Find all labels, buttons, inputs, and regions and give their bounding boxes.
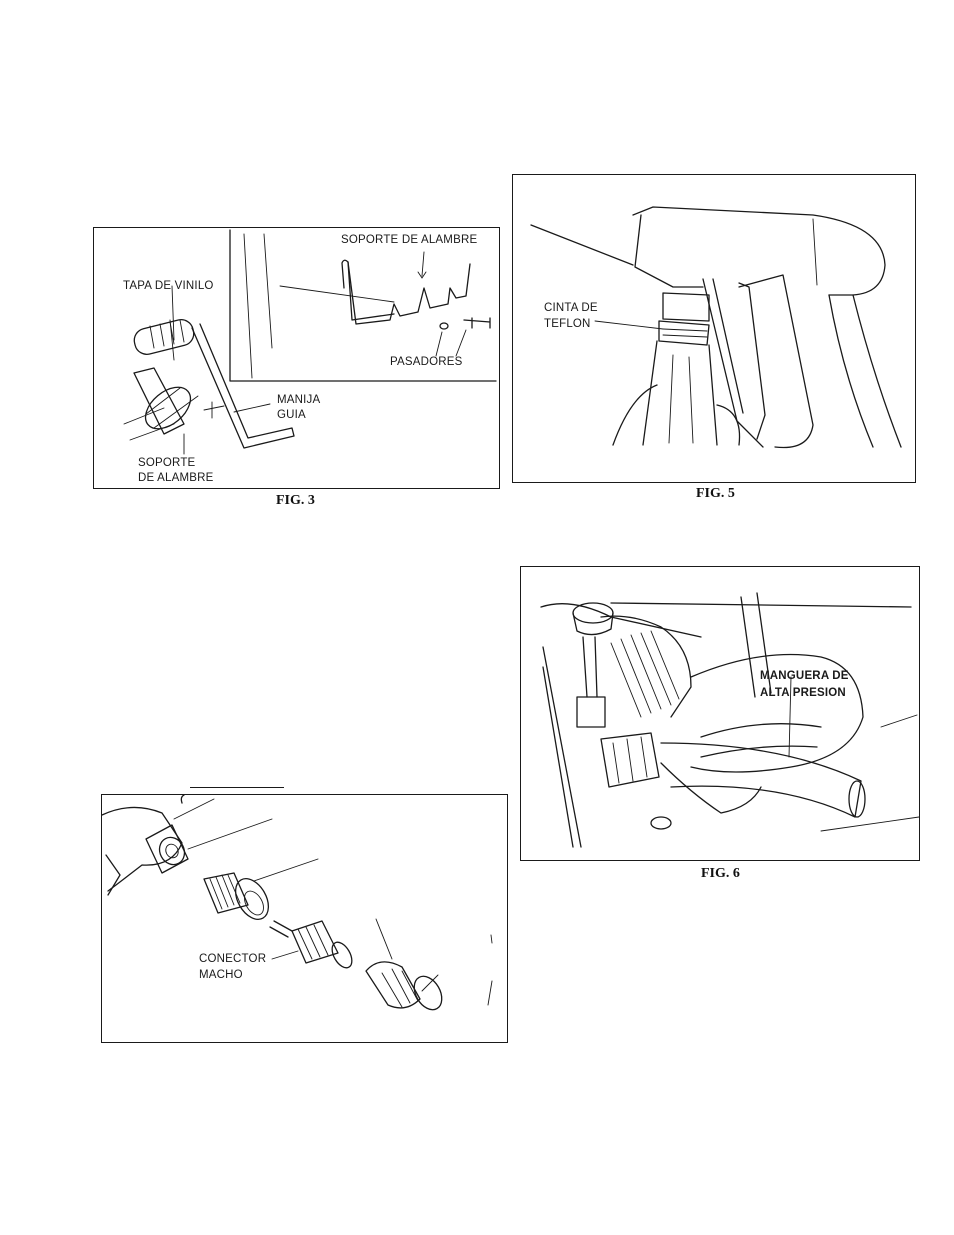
label-teflon-line1: CINTA DE	[544, 301, 598, 315]
figure-5-caption: FIG. 5	[696, 486, 735, 502]
label-handle-line1: MANIJA	[277, 393, 320, 407]
figure-4-top-rule	[190, 787, 284, 788]
label-wire-support-top: SOPORTE DE ALAMBRE	[341, 233, 477, 247]
label-hose-line2: ALTA PRESION	[760, 686, 846, 700]
figure-5-frame: CINTA DE TEFLON	[512, 174, 916, 483]
label-wire-support-bottom-line2: DE ALAMBRE	[138, 471, 214, 485]
figure-6-caption: FIG. 6	[701, 866, 740, 882]
figure-3-caption: FIG. 3	[276, 493, 315, 509]
figure-6-drawing	[521, 567, 919, 860]
label-teflon-line2: TEFLON	[544, 317, 591, 331]
figure-4-frame: CONECTOR MACHO	[101, 794, 508, 1043]
figure-6-frame: MANGUERA DE ALTA PRESION	[520, 566, 920, 861]
label-connector-line2: MACHO	[199, 968, 243, 982]
figure-3-frame: SOPORTE DE ALAMBRE TAPA DE VINILO PASADO…	[93, 227, 500, 489]
label-vinyl-cap: TAPA DE VINILO	[123, 279, 214, 293]
label-wire-support-bottom-line1: SOPORTE	[138, 456, 195, 470]
label-pins: PASADORES	[390, 355, 463, 369]
figure-4-drawing	[102, 795, 507, 1042]
label-hose-line1: MANGUERA DE	[760, 669, 849, 683]
label-connector-line1: CONECTOR	[199, 952, 266, 966]
label-handle-line2: GUIA	[277, 408, 306, 422]
